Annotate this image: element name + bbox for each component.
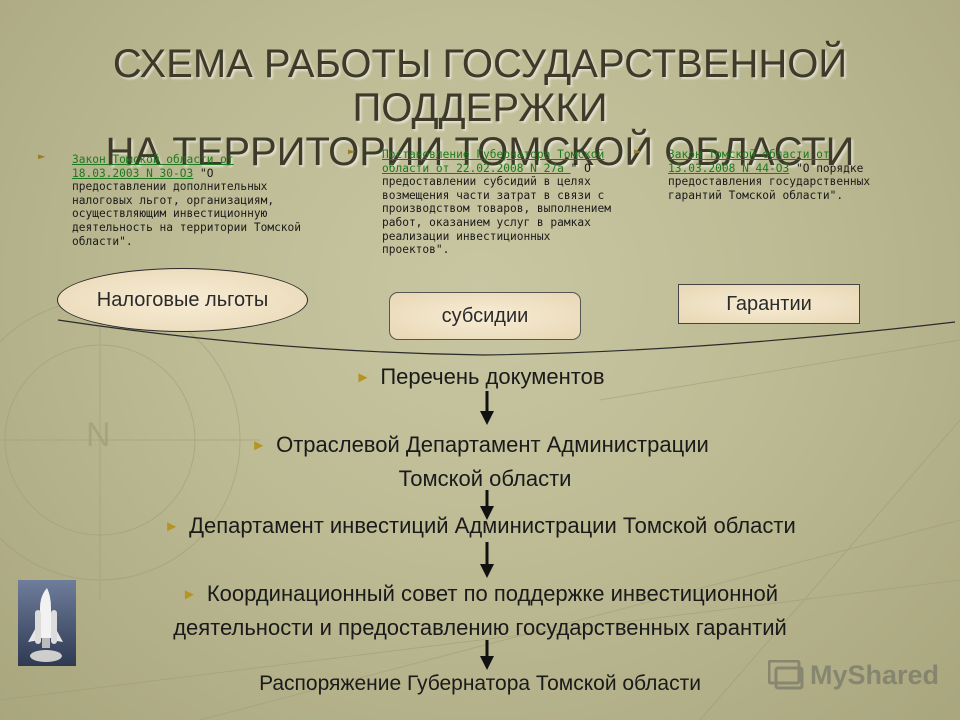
law-text-tax: "О предоставлении дополнительных налогов… bbox=[72, 166, 302, 248]
law-reference-guarantee: ► Закон Томской области от 13.03.2008 N … bbox=[634, 144, 900, 202]
down-arrow-icon bbox=[480, 640, 494, 670]
triangle-bullet-icon: ► bbox=[251, 437, 267, 454]
title-line-2: НА ТЕРРИТОРИИ ТОМСКОЙ ОБЛАСТИ bbox=[105, 130, 855, 174]
subsidies-box: субсидии bbox=[389, 292, 581, 340]
down-arrow-icon bbox=[480, 542, 494, 578]
title-line-1: СХЕМА РАБОТЫ ГОСУДАРСТВЕННОЙ ПОДДЕРЖКИ bbox=[112, 42, 848, 130]
flow-step-governor-order: Распоряжение Губернатора Томской области bbox=[259, 672, 701, 695]
law-text-guarantee: "О порядке предоставления государственны… bbox=[668, 161, 871, 202]
triangle-bullet-icon: ► bbox=[38, 149, 46, 163]
myshared-logo-icon bbox=[768, 660, 804, 690]
triangle-bullet-icon: ► bbox=[348, 144, 356, 158]
triangle-bullet-icon: ► bbox=[634, 144, 642, 158]
space-shuttle-icon bbox=[18, 580, 76, 666]
down-arrow-icon bbox=[480, 490, 494, 520]
law-link-tax[interactable]: Закон Томской области от 18.03.2003 N 30… bbox=[72, 153, 234, 180]
flow-step-documents: ► Перечень документов bbox=[0, 360, 960, 394]
flow-step-investment-department-label: Департамент инвестиций Администрации Том… bbox=[189, 513, 796, 538]
flow-step-coordination-council: ► Координационный совет по поддержке инве… bbox=[0, 577, 960, 644]
law-link-guarantee[interactable]: Закон Томской области от 13.03.2008 N 44… bbox=[668, 148, 830, 175]
flow-step-sector-department-line1: ► Отраслевой Департамент Администрации bbox=[0, 428, 960, 462]
page-title: СХЕМА РАБОТЫ ГОСУДАРСТВЕННОЙ ПОДДЕРЖКИ Н… bbox=[0, 42, 960, 174]
flow-step-sector-department-label: Отраслевой Департамент Администрации bbox=[276, 432, 709, 457]
law-reference-tax: ► Закон Томской области от 18.03.2003 N … bbox=[38, 149, 304, 248]
flow-step-investment-department: ► Департамент инвестиций Администрации То… bbox=[0, 509, 960, 543]
down-arrow-icon bbox=[480, 391, 494, 425]
law-reference-subsidy: ► Постановление Губернатора Томской обла… bbox=[348, 144, 614, 257]
flow-step-coordination-council-label: Координационный совет по поддержке инвес… bbox=[206, 581, 779, 606]
flow-step-coordination-council-line1: ► Координационный совет по поддержке инве… bbox=[0, 577, 960, 611]
law-link-subsidy[interactable]: Постановление Губернатора Томской област… bbox=[382, 148, 605, 175]
flow-step-coordination-council-line2: деятельности и предоставлению государств… bbox=[173, 615, 787, 640]
myshared-logo: MyShared bbox=[768, 655, 939, 695]
law-text-subsidy: " О предоставлении субсидий в целях возм… bbox=[382, 161, 612, 257]
triangle-bullet-icon: ► bbox=[181, 586, 197, 603]
watermark-text: MyShared bbox=[810, 659, 940, 690]
tax-benefits-box: Налоговые льготы bbox=[57, 268, 308, 332]
flow-step-sector-department: ► Отраслевой Департамент Администрации То… bbox=[0, 428, 960, 495]
triangle-bullet-icon: ► bbox=[164, 518, 180, 535]
triangle-bullet-icon: ► bbox=[355, 369, 371, 386]
flow-step-documents-label: Перечень документов bbox=[380, 364, 605, 389]
flow-step-sector-department-line2: Томской области bbox=[398, 466, 572, 491]
guarantees-box: Гарантии bbox=[678, 284, 860, 324]
